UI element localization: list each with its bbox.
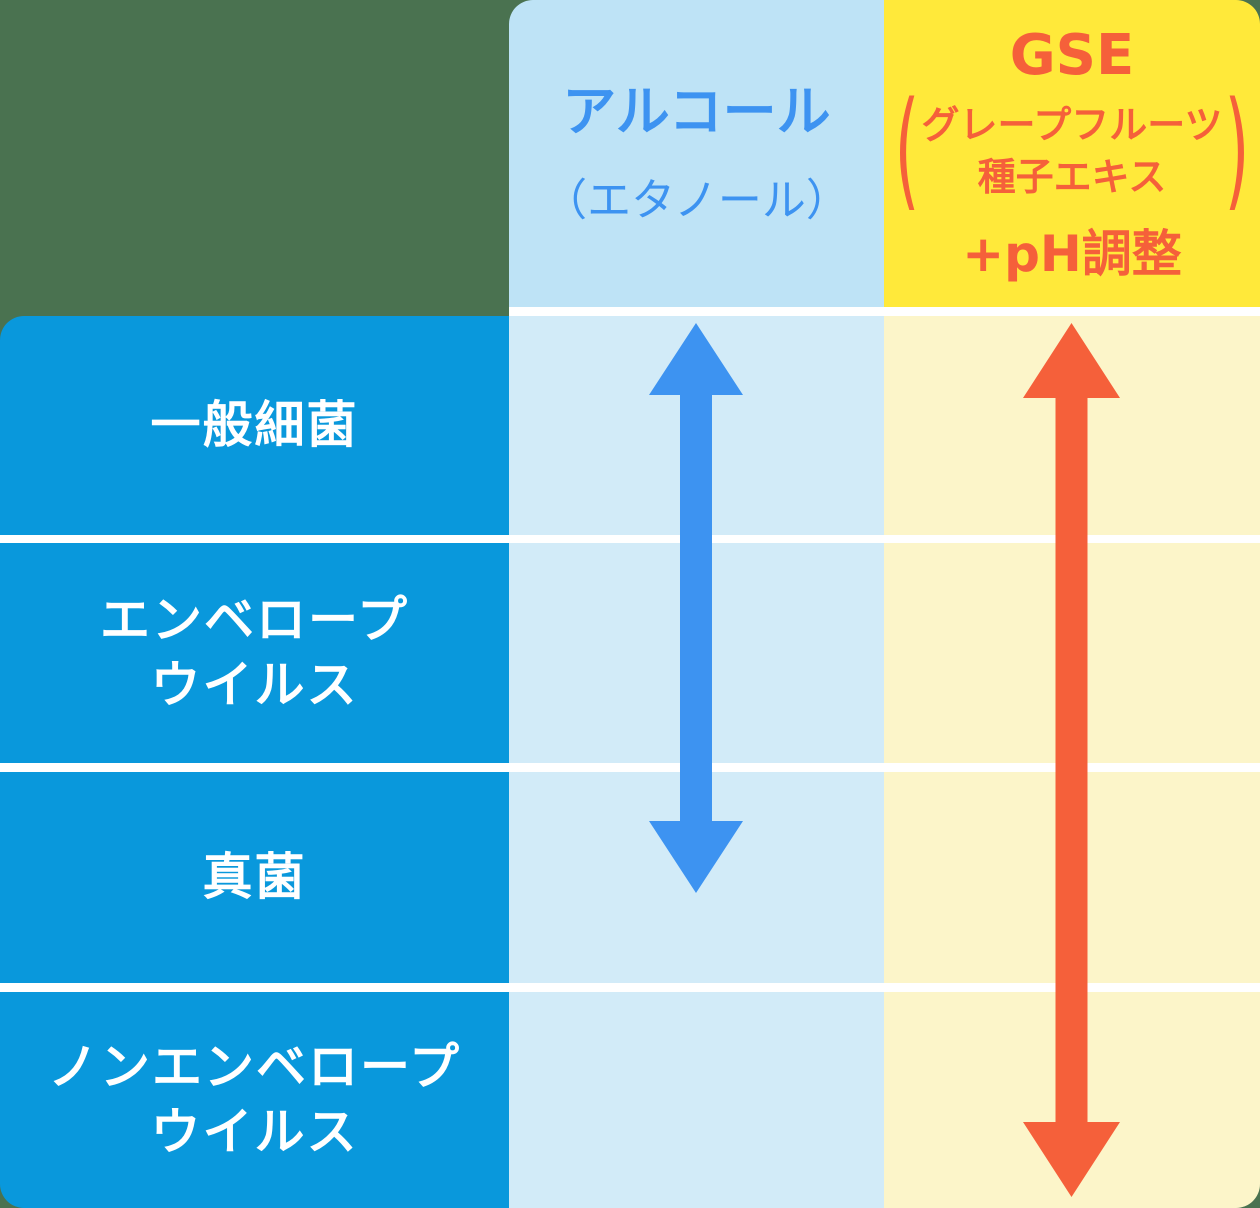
row-envelope-virus: エンベロープ ウイルス xyxy=(0,543,509,763)
gse-subtitle-group: ( グレープフルーツ 種子エキス ) xyxy=(893,87,1252,215)
row-divider-2 xyxy=(0,763,1260,772)
gse-ph-adjust-label: +pH調整 xyxy=(962,224,1182,283)
row-envelope-virus-label-line2: ウイルス xyxy=(150,656,359,714)
row-divider-1 xyxy=(0,535,1260,543)
alcohol-coverage-arrow-icon xyxy=(649,323,743,893)
gse-subtitle-line1: グレープフルーツ xyxy=(921,102,1223,147)
column-header-alcohol: アルコール （エタノール） xyxy=(509,0,884,307)
row-non-envelope-virus-label-line1: ノンエンベロープ xyxy=(48,1038,461,1096)
row-fungi-label: 真菌 xyxy=(202,848,307,906)
gse-subtitle-line2: 種子エキス xyxy=(977,154,1167,199)
row-divider-3 xyxy=(0,983,1260,992)
row-general-bacteria-label: 一般細菌 xyxy=(150,396,359,454)
close-paren-glyph: ) xyxy=(1224,76,1250,225)
row-non-envelope-virus: ノンエンベロープ ウイルス xyxy=(0,992,509,1208)
gse-title: GSE xyxy=(1009,22,1135,88)
gse-subtitle-lines: グレープフルーツ 種子エキス xyxy=(922,99,1223,203)
open-paren-glyph: ( xyxy=(894,76,920,225)
row-envelope-virus-label-line1: エンベロープ xyxy=(100,591,409,649)
row-non-envelope-virus-label-line2: ウイルス xyxy=(150,1103,359,1161)
gse-coverage-arrow-icon xyxy=(1023,323,1120,1197)
header-body-divider xyxy=(509,307,1260,316)
row-fungi: 真菌 xyxy=(0,772,509,983)
alcohol-subtitle: （エタノール） xyxy=(543,174,850,226)
alcohol-title: アルコール xyxy=(562,79,831,143)
row-general-bacteria: 一般細菌 xyxy=(0,316,509,535)
column-header-gse: GSE ( グレープフルーツ 種子エキス ) +pH調整 xyxy=(884,0,1260,307)
